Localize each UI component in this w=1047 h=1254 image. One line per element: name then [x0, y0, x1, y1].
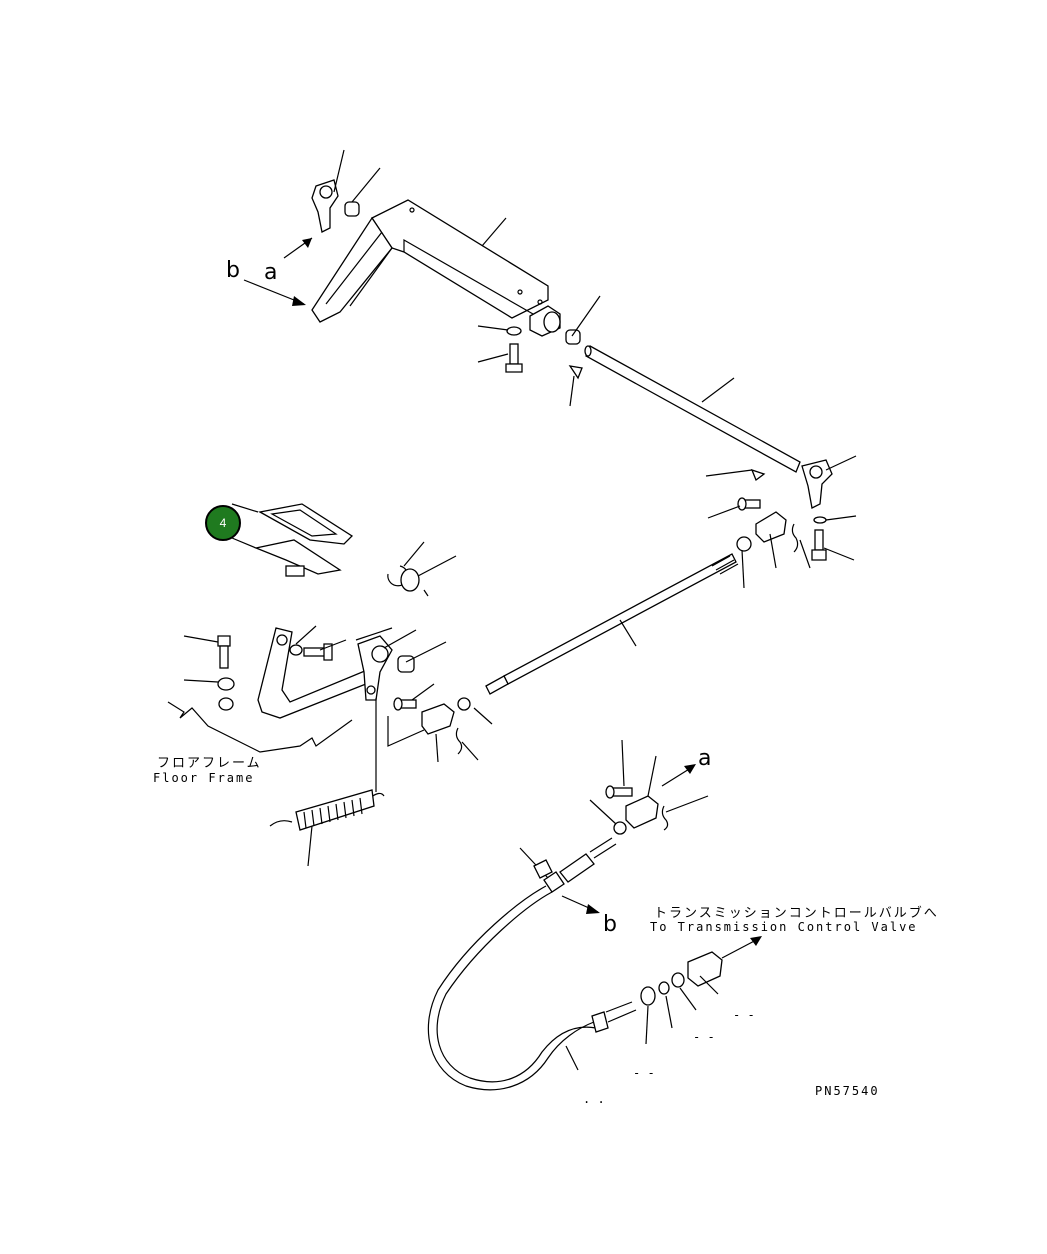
cable-end-upper [543, 837, 617, 893]
cable-end-lower [591, 1001, 637, 1033]
bolt-4 [217, 635, 231, 669]
bracket-shaft-stub [529, 305, 561, 337]
dash-mark-4: . . [583, 1092, 605, 1106]
dash-mark-1: - - [733, 1008, 755, 1022]
washer-valve [658, 981, 670, 995]
dash-mark-3: - - [633, 1066, 655, 1080]
label-b-bottom: b [603, 912, 617, 937]
clevis-valve [687, 951, 723, 987]
dash-mark-2: - - [693, 1030, 715, 1044]
pin-left [393, 697, 417, 711]
pin-cable [605, 785, 633, 799]
drawing-id: PN57540 [815, 1084, 880, 1098]
seal-ring [400, 568, 420, 592]
arrow-a-mid [661, 764, 696, 787]
upper-bushing [344, 201, 360, 217]
nut-cable [613, 821, 627, 835]
label-b-top: b [226, 258, 240, 283]
clevis-cable [625, 795, 659, 829]
control-cable [427, 885, 597, 1091]
nut-valve-2 [671, 972, 685, 988]
key-2 [750, 468, 766, 482]
pedal-arm [257, 627, 377, 719]
right-lever [801, 459, 833, 509]
shaft-bushing [565, 329, 581, 345]
callout-4-marker[interactable]: 4 [205, 505, 241, 541]
nut-4 [218, 697, 234, 711]
arrow-valve [721, 936, 762, 959]
cotter-pin-cable [661, 805, 669, 831]
floor-frame-label-en: Floor Frame [153, 771, 255, 785]
upper-lever [311, 179, 339, 233]
clevis-left [421, 703, 455, 735]
pivot-lever [357, 635, 393, 701]
nut-right [736, 536, 752, 552]
pedal-pad [258, 503, 354, 545]
bolt-1 [505, 343, 523, 373]
washer-4 [217, 677, 235, 691]
nut-rod [457, 697, 471, 711]
pull-rod [485, 553, 739, 695]
label-a-top: a [264, 260, 278, 285]
bolt-2 [811, 529, 827, 561]
destination-label-jp: トランスミッションコントロールバルブへ [654, 906, 939, 921]
arrow-b-bottom [561, 895, 600, 914]
cotter-pin-left [455, 727, 463, 755]
key-1 [568, 365, 583, 380]
nut-valve-1 [640, 986, 656, 1006]
cotter-pin-right [791, 523, 799, 553]
washer-1 [506, 326, 522, 336]
clevis-bracket-line [387, 716, 425, 747]
clevis-right [755, 511, 787, 543]
seal-leader [423, 589, 429, 597]
label-a-mid: a [698, 746, 712, 771]
cross-shaft [584, 345, 801, 473]
pedal-bracket [311, 199, 549, 323]
pedal-plate [253, 539, 342, 577]
arrow-b-top [243, 279, 306, 306]
washer-2 [813, 516, 827, 524]
callout-4-number: 4 [219, 516, 227, 530]
arrow-a-top [283, 237, 313, 259]
pivot-bushing [397, 655, 415, 673]
destination-label-en: To Transmission Control Valve [650, 920, 918, 934]
leader-lines [183, 149, 857, 1071]
floor-frame-line [167, 701, 353, 753]
pivot-leader [355, 627, 393, 641]
floor-frame-label-jp: フロアフレーム [157, 756, 262, 771]
pin-right [737, 497, 761, 511]
washer-3 [289, 644, 303, 656]
return-spring [269, 789, 385, 831]
